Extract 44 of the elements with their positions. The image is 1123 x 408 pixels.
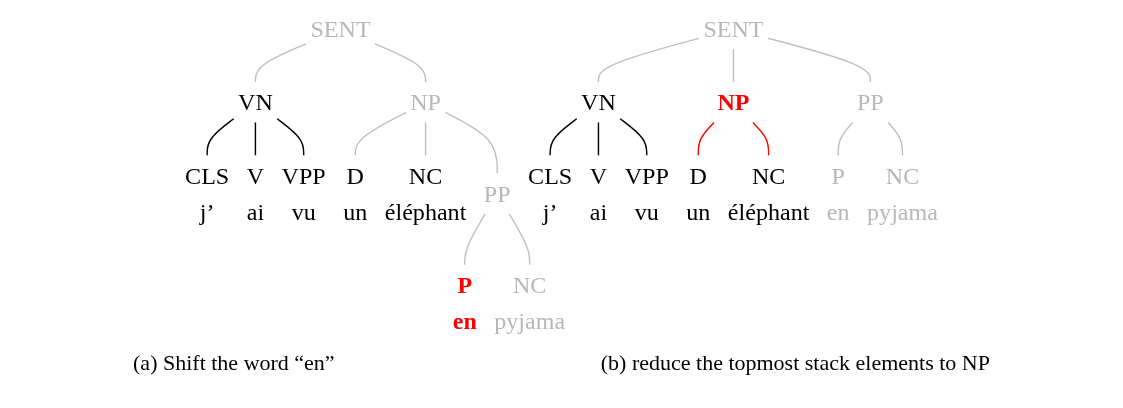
node-text: VN xyxy=(238,88,273,116)
connector xyxy=(354,111,407,156)
node-text: PP xyxy=(856,88,884,116)
node-text: VN xyxy=(581,88,616,116)
connector xyxy=(276,118,305,156)
subfigure-caption: (a) Shift the word “en” xyxy=(133,350,335,376)
connector xyxy=(444,111,498,175)
connector xyxy=(887,121,904,156)
connector xyxy=(508,213,531,266)
node-text: NC éléphant xyxy=(384,161,467,226)
connector xyxy=(464,213,486,266)
node-text: SENT xyxy=(310,15,371,43)
subfigure-caption: (b) reduce the topmost stack elements to NP xyxy=(600,350,990,376)
node-text: SENT xyxy=(703,15,764,43)
connector xyxy=(374,43,427,83)
node-text: CLS j’ xyxy=(185,161,230,226)
connector xyxy=(752,121,770,156)
node-text: NC éléphant xyxy=(727,161,810,226)
connector xyxy=(597,121,600,156)
node-text: D un xyxy=(686,161,711,226)
node-text: V ai xyxy=(246,161,265,226)
node-text: D un xyxy=(343,161,368,226)
connector xyxy=(732,48,735,83)
connector xyxy=(254,43,307,83)
connector xyxy=(767,37,872,83)
node-text: PP xyxy=(483,179,511,208)
node-text: NP xyxy=(410,88,441,116)
node-text: NC pyjama xyxy=(867,161,938,226)
node-text: NP xyxy=(717,88,750,116)
connector xyxy=(206,118,235,156)
connector xyxy=(597,37,700,83)
connector xyxy=(254,121,257,156)
connector xyxy=(697,121,715,156)
connector xyxy=(549,118,578,156)
node-text: VPP vu xyxy=(624,161,669,226)
connector xyxy=(424,121,427,156)
node-text: CLS j’ xyxy=(528,161,573,226)
connector xyxy=(619,118,648,156)
node-text: P en xyxy=(452,271,477,335)
connector xyxy=(837,121,854,156)
node-text: NC pyjama xyxy=(494,271,566,335)
node-text: V ai xyxy=(589,161,608,226)
node-text: P en xyxy=(826,161,850,226)
node-text: VPP vu xyxy=(281,161,326,226)
